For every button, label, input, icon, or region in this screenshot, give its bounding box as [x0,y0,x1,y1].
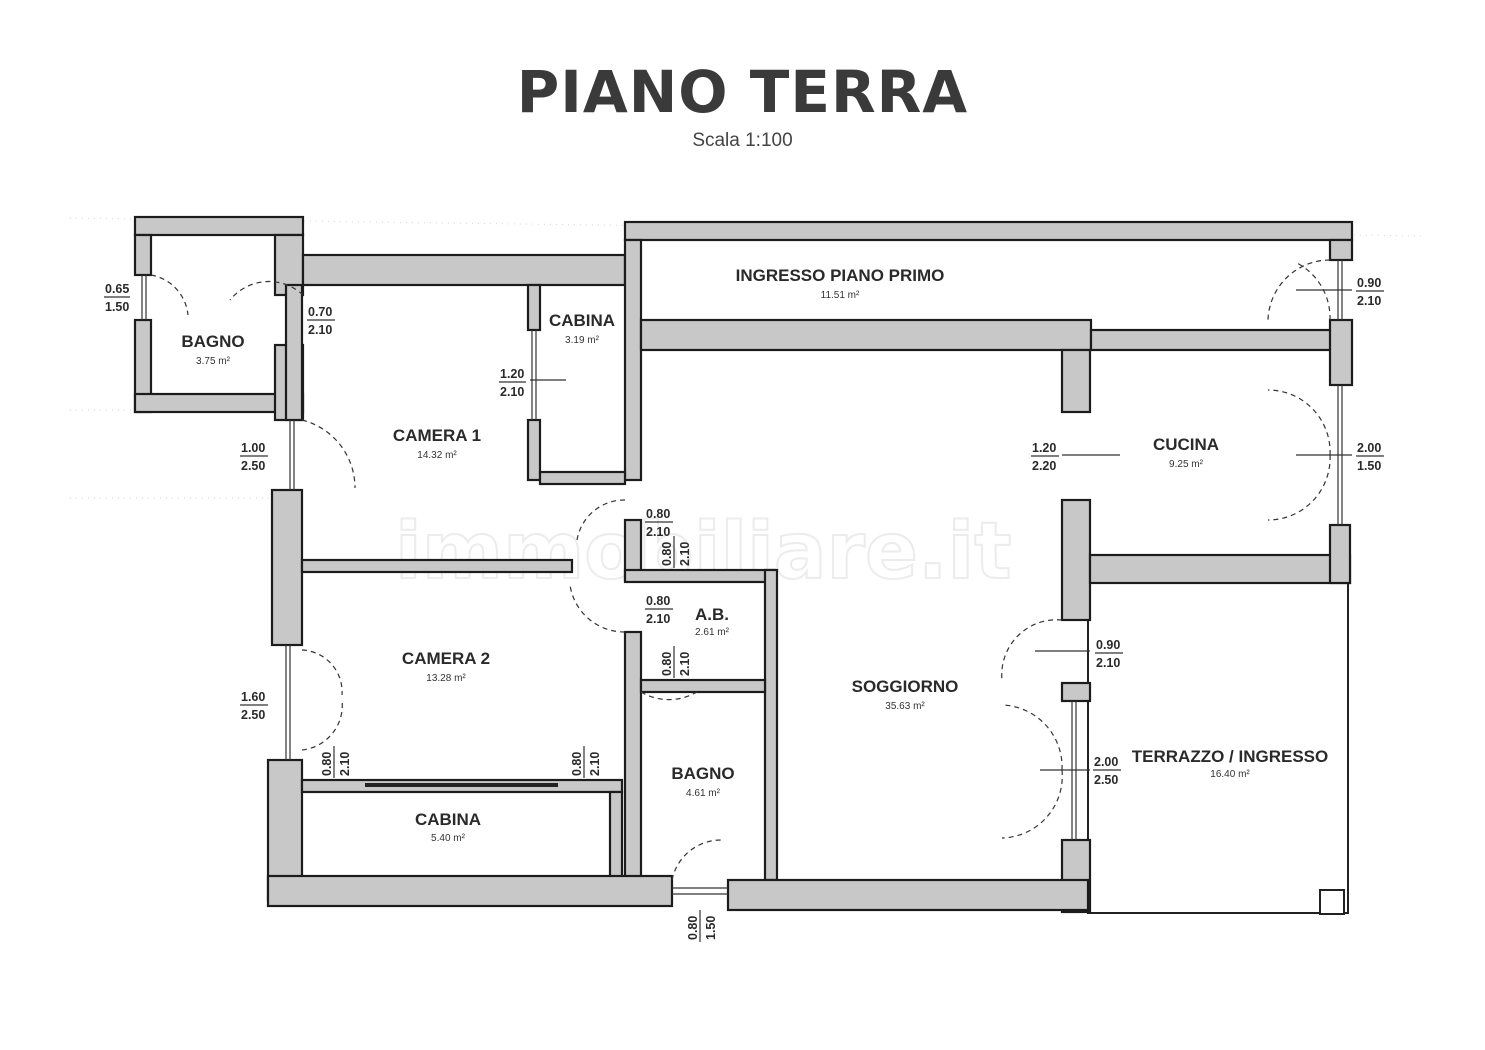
room-area-cabina-1: 3.19 m² [565,335,600,346]
opening-label: 1.20 2.10 [499,367,526,399]
svg-text:2.20: 2.20 [1032,459,1056,473]
opening-label: 0.80 2.10 [660,536,692,568]
room-area-bagno-1: 3.75 m² [196,356,231,367]
opening-label: 0.80 2.10 [645,594,673,626]
room-name-cabina-2: CABINA [415,810,481,829]
svg-text:2.00: 2.00 [1094,755,1118,769]
svg-text:1.00: 1.00 [241,441,265,455]
opening-label: 0.90 2.10 [1356,276,1384,308]
plan-scale: Scala 1:100 [692,130,793,151]
svg-text:2.10: 2.10 [678,542,692,566]
svg-text:0.90: 0.90 [1357,276,1381,290]
room-area-camera-2: 13.28 m² [426,673,466,684]
svg-text:2.10: 2.10 [588,752,602,776]
svg-text:0.80: 0.80 [646,507,670,521]
svg-text:0.80: 0.80 [570,752,584,776]
svg-text:1.20: 1.20 [500,367,524,381]
plan-title: PIANO TERRA [516,58,969,126]
room-area-ingresso-piano-primo: 11.51 m² [821,290,860,301]
svg-text:2.10: 2.10 [1096,656,1120,670]
svg-text:0.65: 0.65 [105,282,129,296]
svg-text:0.70: 0.70 [308,305,332,319]
room-name-camera-2: CAMERA 2 [402,649,490,668]
watermark: immobiliare.it [395,507,1012,597]
opening-labels: 0.65 1.50 0.70 2.10 1.20 2.10 1.00 2.50 … [104,276,1384,787]
room-labels: INGRESSO PIANO PRIMO 11.51 m² BAGNO 3.75… [181,266,1328,844]
room-name-ab: A.B. [695,605,729,624]
svg-text:2.10: 2.10 [678,652,692,676]
door-swings [150,259,1352,881]
opening-label: 0.70 2.10 [307,305,335,337]
room-name-bagno-1: BAGNO [181,332,244,351]
svg-text:1.50: 1.50 [105,300,129,314]
svg-text:2.50: 2.50 [241,708,265,722]
svg-text:2.10: 2.10 [1357,294,1381,308]
svg-text:0.80: 0.80 [660,652,674,676]
walls [133,215,1354,914]
room-name-terrazzo-ingresso: TERRAZZO / INGRESSO [1132,747,1328,766]
opening-label: 2.00 2.50 [1093,755,1121,787]
room-name-camera-1: CAMERA 1 [393,426,481,445]
svg-text:1.50: 1.50 [704,916,718,940]
room-name-bagno-2: BAGNO [671,764,734,783]
opening-label: 0.80 2.10 [645,507,673,539]
room-name-cucina: CUCINA [1153,435,1219,454]
opening-label: 1.00 2.50 [240,441,268,473]
opening-label: 0.80 2.10 [320,746,352,778]
opening-label: 1.60 2.50 [240,690,268,722]
opening-label: 0.80 2.10 [570,746,602,778]
svg-text:1.60: 1.60 [241,690,265,704]
svg-text:2.10: 2.10 [646,612,670,626]
room-area-ab: 2.61 m² [695,627,730,638]
svg-text:2.10: 2.10 [646,525,670,539]
svg-text:0.80: 0.80 [646,594,670,608]
svg-text:2.10: 2.10 [308,323,332,337]
room-area-cabina-2: 5.40 m² [431,833,466,844]
room-area-terrazzo-ingresso: 16.40 m² [1210,769,1250,780]
opening-label: 0.65 1.50 [104,282,130,314]
opening-label: 0.90 2.10 [1095,638,1123,670]
svg-text:2.50: 2.50 [241,459,265,473]
svg-text:0.80: 0.80 [686,916,700,940]
room-name-ingresso-piano-primo: INGRESSO PIANO PRIMO [736,266,945,285]
opening-label: 0.80 1.50 [686,910,718,942]
svg-text:2.10: 2.10 [338,752,352,776]
svg-text:2.10: 2.10 [500,385,524,399]
svg-text:1.50: 1.50 [1357,459,1381,473]
opening-label: 0.80 2.10 [660,646,692,678]
svg-text:0.80: 0.80 [660,542,674,566]
room-area-bagno-2: 4.61 m² [686,788,721,799]
room-name-cabina-1: CABINA [549,311,615,330]
room-area-soggiorno: 35.63 m² [885,701,925,712]
svg-text:2.50: 2.50 [1094,773,1118,787]
room-area-camera-1: 14.32 m² [417,450,457,461]
room-name-soggiorno: SOGGIORNO [852,677,959,696]
svg-text:1.20: 1.20 [1032,441,1056,455]
svg-text:0.80: 0.80 [320,752,334,776]
room-area-cucina: 9.25 m² [1169,459,1204,470]
svg-text:2.00: 2.00 [1357,441,1381,455]
opening-label: 1.20 2.20 [1031,441,1059,473]
svg-text:0.90: 0.90 [1096,638,1120,652]
opening-label: 2.00 1.50 [1356,441,1384,473]
survey-lines [69,217,1426,499]
opening-labels-vertical: 0.80 2.10 0.80 2.10 0.80 2.10 0.80 2.10 … [320,536,718,942]
